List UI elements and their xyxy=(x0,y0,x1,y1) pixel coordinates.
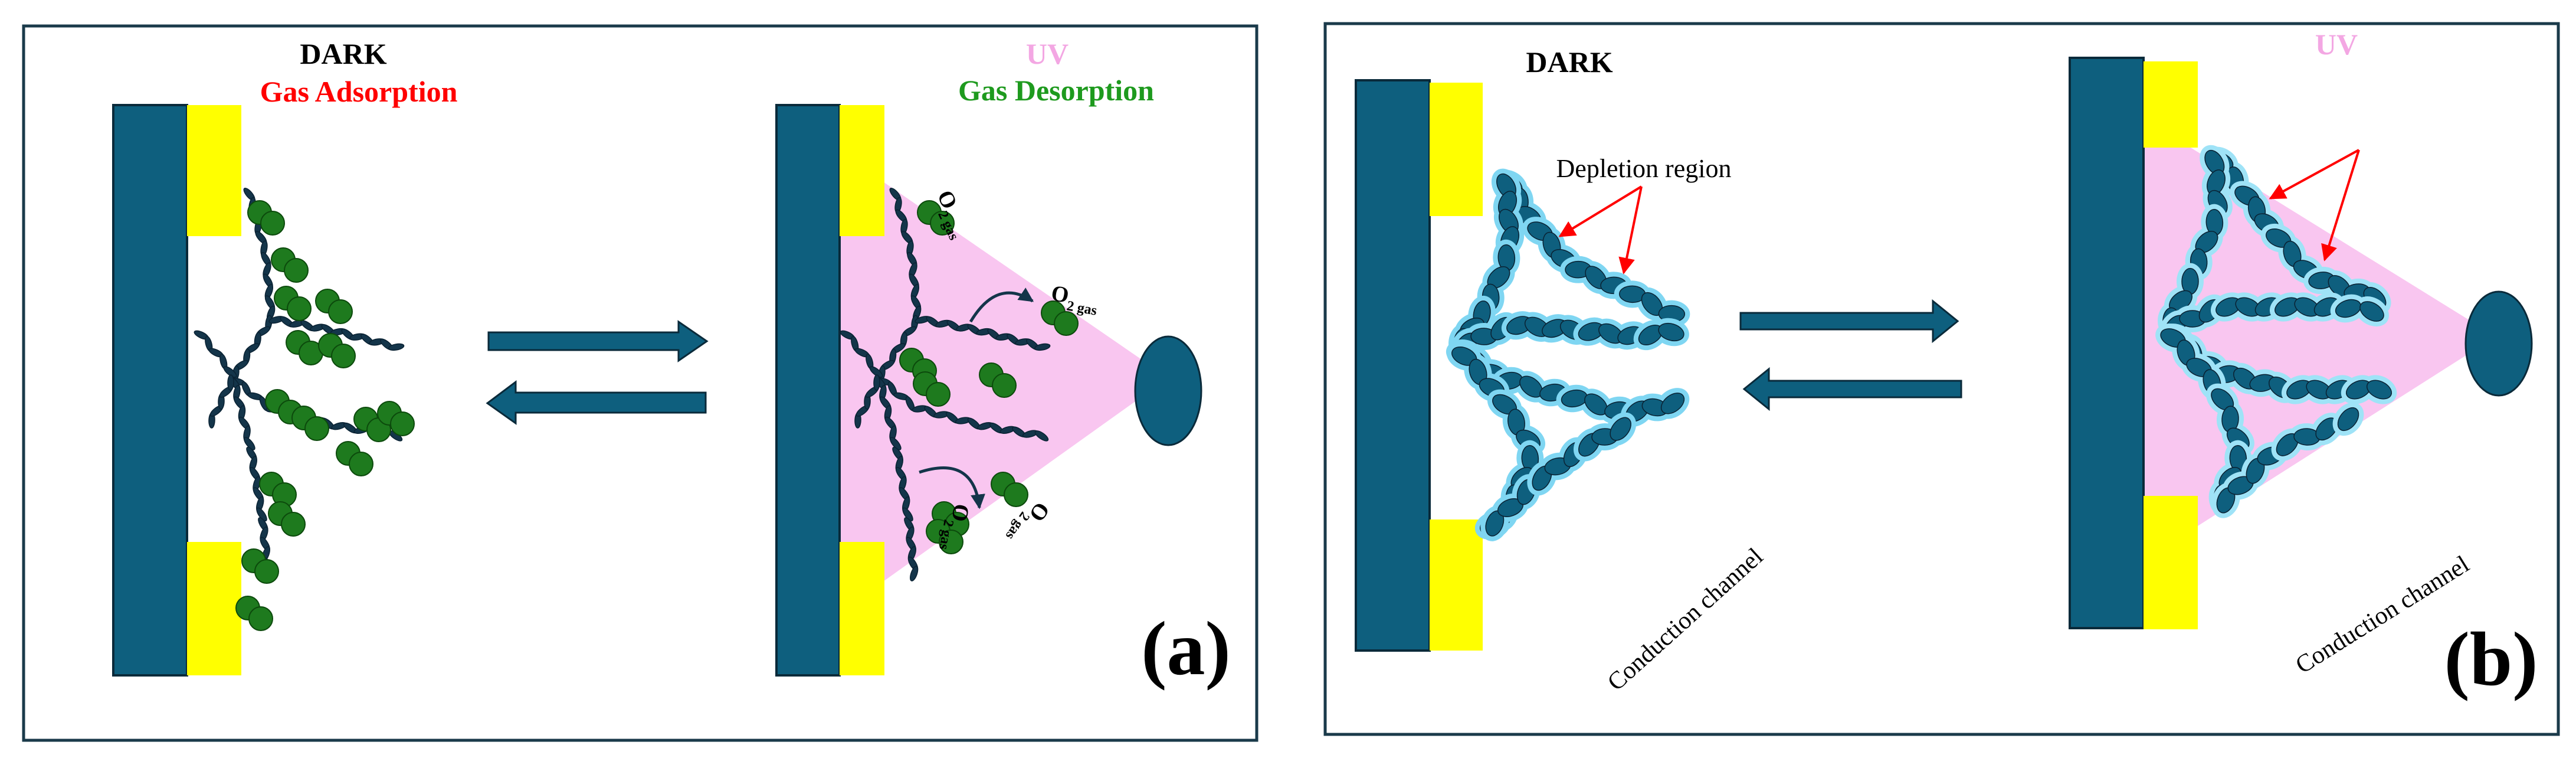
desorption-arrow-upper xyxy=(969,287,1034,323)
nanowire-grain xyxy=(227,374,234,391)
electrode-bottom xyxy=(187,542,241,675)
nanowire-grain xyxy=(388,343,405,351)
nanowire-grain xyxy=(902,507,913,522)
nanowires xyxy=(2155,145,2397,518)
gas-desorption-label: Gas Desorption xyxy=(958,74,1154,107)
electrode-bottom xyxy=(1430,520,1483,651)
gas-molecule-atom xyxy=(284,258,309,283)
gas-molecule-atom xyxy=(304,416,329,441)
nanowire-grain xyxy=(223,366,237,378)
nanowire-network xyxy=(840,187,1051,581)
panel-b-dark-device xyxy=(1355,79,1690,652)
gas-molecule-atom xyxy=(260,211,285,236)
gas-molecule-atom xyxy=(254,559,279,584)
gas-molecule-atom xyxy=(930,211,955,236)
nanowire-grain xyxy=(256,507,267,522)
uv-pointer-right xyxy=(2321,149,2360,262)
depleted-nanowires xyxy=(1446,168,1690,541)
depletion-pointer-right xyxy=(1618,186,1643,275)
uv-source xyxy=(1134,335,1202,446)
electrode-top xyxy=(187,105,241,236)
panel-a-label: (a) xyxy=(1141,606,1231,691)
forward-arrow xyxy=(487,320,709,362)
nanowire-grain xyxy=(1610,417,1631,441)
gas-molecule-atom xyxy=(1054,311,1079,336)
gas-molecule-atom xyxy=(926,382,951,407)
nanowire-grain xyxy=(910,566,919,581)
gas-molecule-atom xyxy=(349,452,373,476)
gas-molecule-atom xyxy=(248,606,273,631)
nanowire-grain xyxy=(1660,393,1685,414)
gas-molecule-atom xyxy=(281,512,306,537)
dark-label: DARK xyxy=(300,37,386,70)
uv-label: UV xyxy=(2315,28,2358,61)
substrate xyxy=(2069,57,2145,629)
equilibrium-arrows xyxy=(486,320,709,425)
uv-pointer-left xyxy=(2269,149,2359,200)
uv-source xyxy=(2464,290,2533,397)
forward-arrow xyxy=(1739,299,1959,344)
gas-molecule-atom xyxy=(992,373,1017,398)
gas-molecules xyxy=(899,200,1079,554)
nanowire-grain xyxy=(2359,301,2384,322)
nanowire-grain xyxy=(1034,343,1051,351)
electrode-top xyxy=(840,105,884,236)
gas-adsorption-label: Gas Adsorption xyxy=(260,75,458,108)
panel-b: DARK Depletion region Conduction channel… xyxy=(1323,22,2560,736)
gas-molecule-atom xyxy=(328,299,353,324)
nanowire-grain xyxy=(873,374,880,391)
substrate xyxy=(1355,79,1431,652)
nanowire-grain xyxy=(2366,380,2393,400)
gas-molecules xyxy=(235,200,415,631)
nanowire-grain xyxy=(869,366,883,378)
electrode-bottom xyxy=(840,542,884,675)
desorption-arrow-lower xyxy=(919,466,985,509)
nanowire-grain xyxy=(1658,322,1684,342)
reverse-arrow xyxy=(486,380,707,425)
panel-a-dark-device xyxy=(112,104,415,677)
reverse-arrow xyxy=(1742,367,1962,411)
substrate xyxy=(775,104,841,677)
panel-b-label: (b) xyxy=(2444,617,2538,702)
gas-molecule-atom xyxy=(390,411,415,436)
uv-label: UV xyxy=(1026,37,1069,70)
gas-molecule-atom xyxy=(1004,482,1028,507)
substrate xyxy=(112,104,188,677)
gas-molecule-atom xyxy=(331,344,356,368)
depletion-pointer-left xyxy=(1558,185,1643,237)
panel-b-uv-device xyxy=(2069,57,2533,629)
nanowire-grain xyxy=(1034,430,1049,442)
depletion-region-label: Depletion region xyxy=(1556,154,1732,183)
electrode-bottom xyxy=(2144,496,2198,629)
dark-label: DARK xyxy=(1526,45,1613,79)
nanowire-grain xyxy=(890,437,902,450)
electrode-top xyxy=(2144,61,2198,148)
panel-a-uv-device: O2 gas O2 gas O2 gas O2 gas xyxy=(775,104,1202,677)
electrode-top xyxy=(1430,83,1483,216)
nanowire-grain xyxy=(2337,407,2359,432)
gas-molecule-atom xyxy=(939,530,963,554)
nanowire-grain xyxy=(244,437,255,450)
equilibrium-arrows xyxy=(1739,299,1962,411)
gas-molecule-atom xyxy=(287,296,312,321)
panel-a: DARK Gas Adsorption O2 gas O2 gas O2 gas… xyxy=(22,24,1258,742)
